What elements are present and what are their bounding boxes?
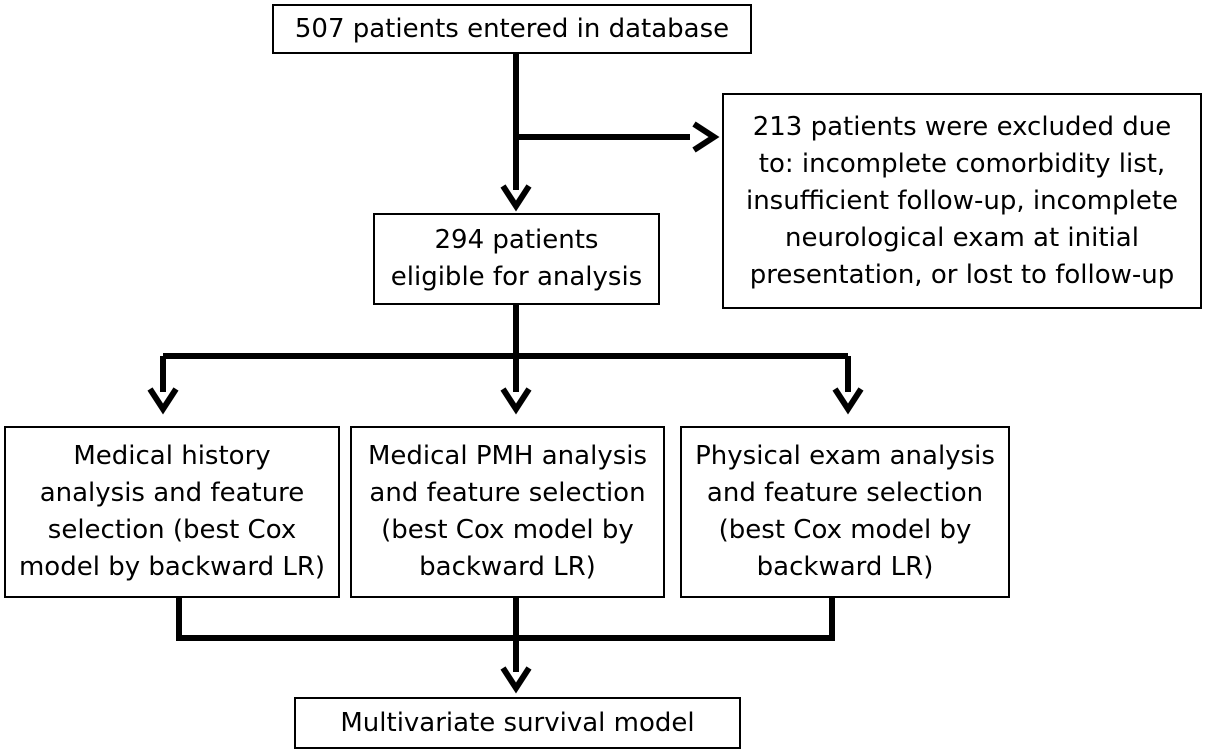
- box-physical-exam-analysis: Physical exam analysis and feature selec…: [680, 426, 1010, 598]
- arrowhead-to-pmh: [500, 387, 532, 415]
- arrowhead-to-history: [147, 387, 179, 415]
- arrowhead-to-excluded: [692, 121, 720, 153]
- arrowhead-to-eligible: [500, 184, 532, 212]
- box-patients-eligible: 294 patients eligible for analysis: [373, 213, 660, 305]
- box-medical-history-analysis: Medical history analysis and feature sel…: [4, 426, 340, 598]
- box-patients-entered: 507 patients entered in database: [272, 4, 752, 54]
- box-patients-eligible-text: 294 patients eligible for analysis: [390, 225, 643, 292]
- box-multivariate-survival-model-text: Multivariate survival model: [340, 707, 695, 738]
- box-multivariate-survival-model: Multivariate survival model: [294, 697, 741, 749]
- box-patients-excluded-text: 213 patients were excluded due to: incom…: [745, 111, 1179, 290]
- box-medical-pmh-analysis-text: Medical PMH analysis and feature selecti…: [367, 441, 648, 582]
- box-physical-exam-analysis-text: Physical exam analysis and feature selec…: [695, 441, 995, 582]
- arrowhead-to-physical: [832, 387, 864, 415]
- box-patients-excluded: 213 patients were excluded due to: incom…: [722, 93, 1202, 309]
- box-medical-pmh-analysis: Medical PMH analysis and feature selecti…: [350, 426, 665, 598]
- box-medical-history-analysis-text: Medical history analysis and feature sel…: [18, 441, 326, 582]
- box-patients-entered-text: 507 patients entered in database: [294, 13, 730, 44]
- arrowhead-to-final: [500, 666, 532, 694]
